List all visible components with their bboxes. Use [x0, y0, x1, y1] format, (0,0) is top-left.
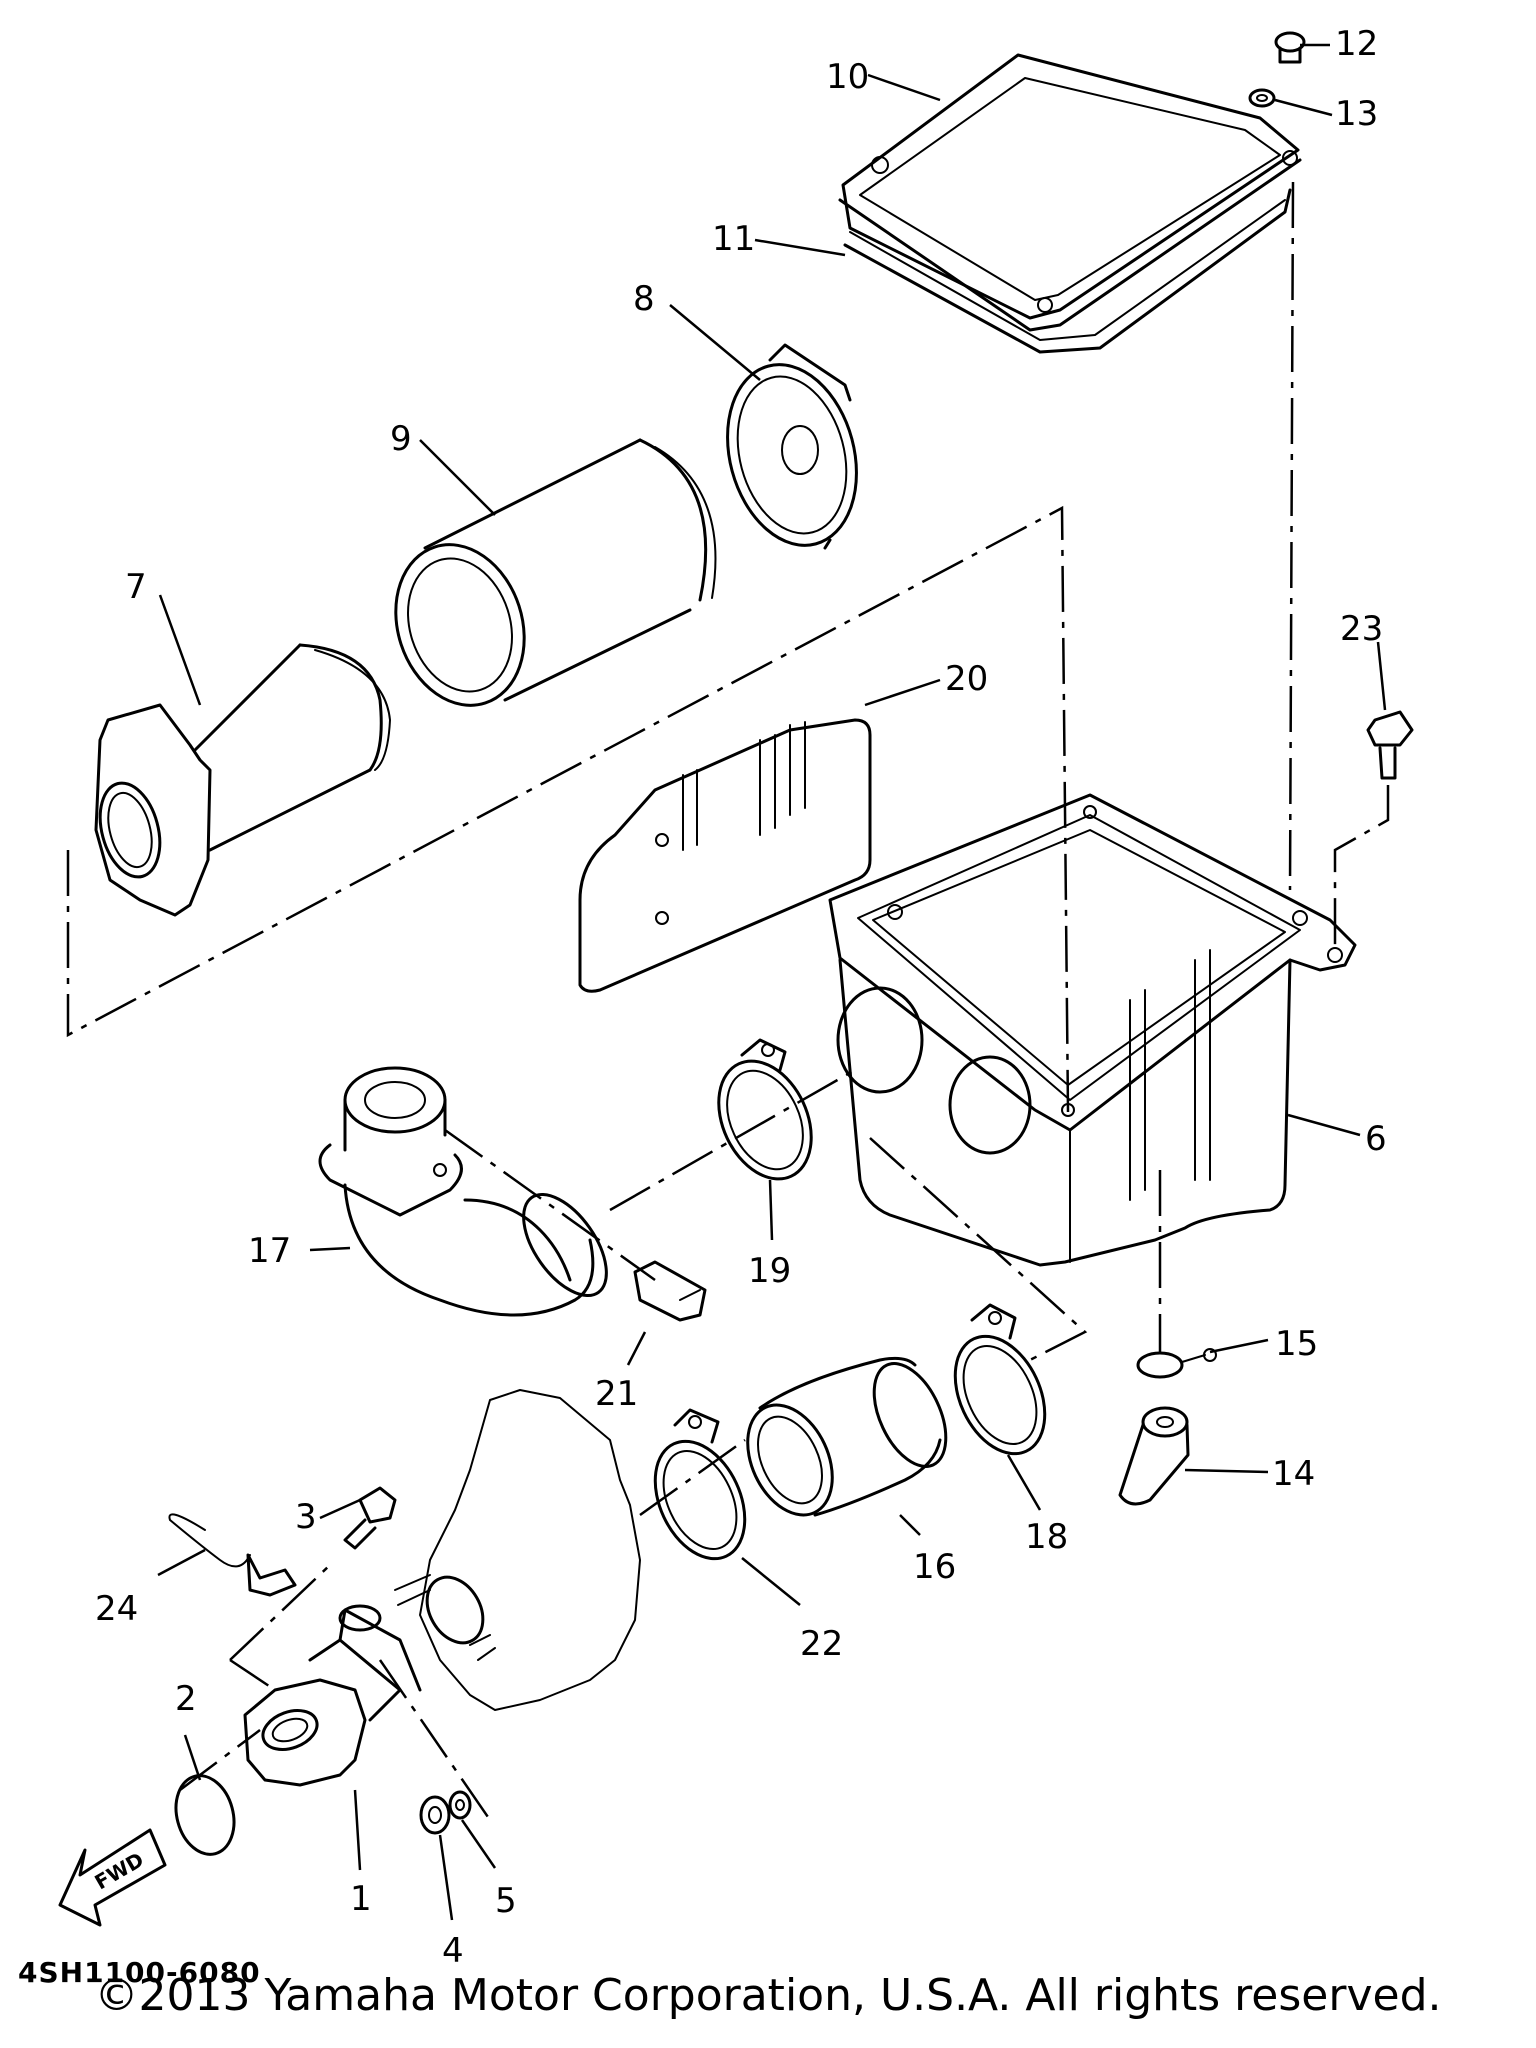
- callout-14: 14: [1272, 1454, 1315, 1494]
- callout-13: 13: [1335, 94, 1378, 134]
- callout-5: 5: [495, 1881, 517, 1921]
- callout-19: 19: [748, 1251, 791, 1291]
- assembly-lines: [66, 181, 1390, 1821]
- callout-22: 22: [800, 1624, 843, 1664]
- carburetor-outline: [394, 1389, 641, 1711]
- callout-16: 16: [913, 1547, 956, 1587]
- air-box-cover: [838, 53, 1302, 332]
- screw-3: [343, 1486, 397, 1550]
- air-filter-case: [828, 793, 1357, 1267]
- callout-23: 23: [1340, 609, 1383, 649]
- drain-cap: [1118, 1406, 1190, 1506]
- screw: [1274, 31, 1306, 64]
- intake-joint: [746, 1356, 948, 1517]
- callout-18: 18: [1025, 1517, 1068, 1557]
- plate: [578, 718, 872, 993]
- callout-17: 17: [248, 1231, 291, 1271]
- washer-5: [448, 1790, 472, 1820]
- fwd-label: FWD: [91, 1847, 148, 1894]
- carburetor-joint: [243, 1604, 422, 1787]
- callout-15: 15: [1275, 1324, 1318, 1364]
- copyright-notice: ©2013 Yamaha Motor Corporation, U.S.A. A…: [94, 1970, 1442, 2021]
- drain-plug: [1136, 1348, 1217, 1379]
- callout-8: 8: [633, 279, 655, 319]
- wire-bracket: [168, 1513, 297, 1597]
- air-filter-element: [394, 438, 717, 707]
- washer: [1248, 88, 1276, 108]
- callout-9: 9: [390, 419, 412, 459]
- callout-20: 20: [945, 659, 988, 699]
- element-guide: [94, 643, 391, 917]
- nut: [419, 1795, 451, 1835]
- element-seat: [726, 343, 858, 550]
- callout-10: 10: [826, 57, 869, 97]
- fwd-arrow: FWD: [58, 1828, 167, 1927]
- callout-21: 21: [595, 1374, 638, 1414]
- air-box-gasket: [843, 188, 1292, 354]
- air-duct-joint: [318, 1066, 608, 1317]
- callout-1: 1: [350, 1879, 372, 1919]
- callout-6: 6: [1365, 1119, 1387, 1159]
- hose-clamp-22: [653, 1408, 747, 1561]
- callout-2: 2: [175, 1679, 197, 1719]
- callout-4: 4: [442, 1931, 464, 1971]
- leader-lines: [157, 43, 1387, 1921]
- sensor: [633, 1260, 707, 1322]
- callout-11: 11: [712, 219, 755, 259]
- callout-7: 7: [125, 567, 147, 607]
- callout-24: 24: [95, 1589, 138, 1629]
- bolt: [1366, 710, 1414, 780]
- hose-clamp-18: [953, 1303, 1047, 1456]
- callout-3: 3: [295, 1497, 317, 1537]
- diagram-code: 4SH1100-6080: [18, 1956, 261, 1989]
- callout-12: 12: [1335, 24, 1378, 64]
- hose-clamp-19: [717, 1038, 813, 1181]
- o-ring: [174, 1774, 236, 1856]
- callout-labels: 10 11 12 13 8 9 7 20 23 6 15 14 17 19 21…: [95, 24, 1387, 1971]
